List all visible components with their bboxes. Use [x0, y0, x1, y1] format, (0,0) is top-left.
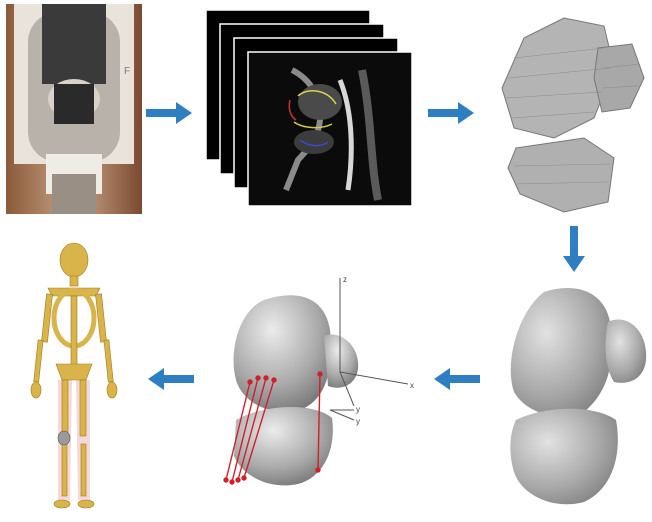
arrow-right-icon	[146, 100, 192, 126]
arrow-down-icon	[561, 226, 587, 272]
voxel-segmentation-model	[494, 8, 648, 216]
arrow-left-icon	[434, 366, 480, 392]
arrow-left-icon	[148, 366, 194, 392]
knee-joint-coordinate-model: z x y y	[214, 270, 424, 492]
smoothed-surface-model	[504, 282, 650, 514]
axis-label-y2: y	[356, 417, 360, 426]
scanner-lettering: F	[124, 66, 130, 77]
axis-label-x: x	[410, 381, 414, 390]
knee-implant-highlight	[58, 431, 70, 445]
mri-slice-stack	[202, 10, 422, 210]
arrow-right-icon	[428, 100, 474, 126]
mri-scanner-photo: F	[6, 4, 142, 214]
full-body-musculoskeletal-model	[14, 240, 134, 516]
axis-label-z: z	[343, 275, 347, 284]
axis-label-y1: y	[356, 405, 360, 414]
